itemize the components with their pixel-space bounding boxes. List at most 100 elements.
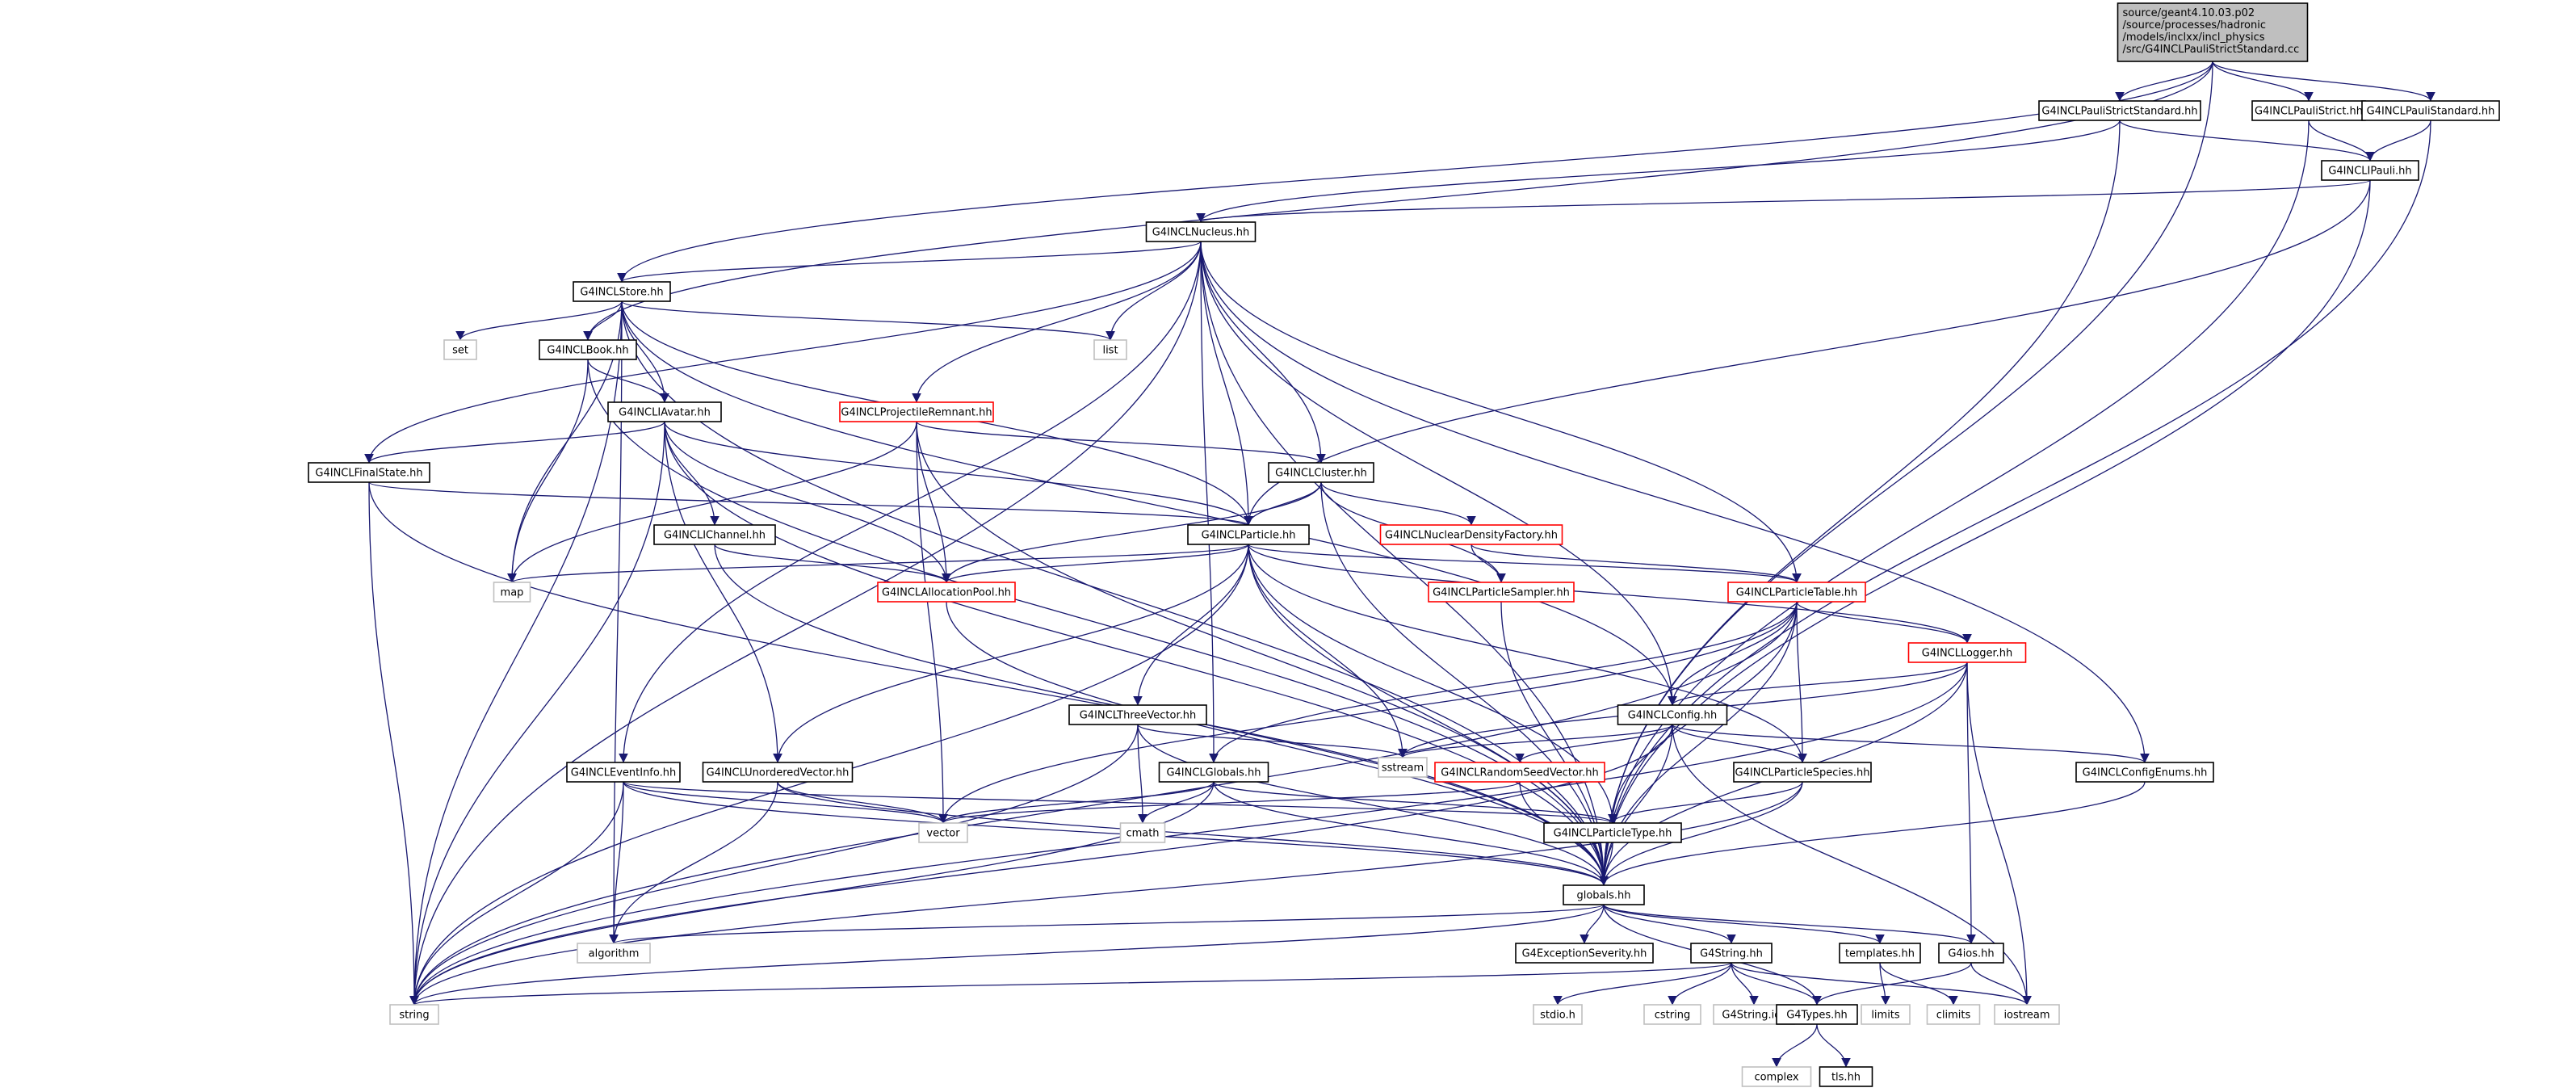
node-label: G4INCLPauliStandard.hh	[2367, 106, 2495, 118]
node-tlshh[interactable]: tls.hh	[1819, 1066, 1873, 1087]
node-label: G4INCLThreeVector.hh	[1080, 710, 1197, 722]
node-sstream[interactable]: sstream	[1378, 757, 1428, 778]
node-cluster[interactable]: G4INCLCluster.hh	[1268, 462, 1374, 483]
edge-avatar-to-particle	[664, 421, 1253, 526]
edge-threevec-to-string	[409, 724, 1139, 1006]
edge-parttype-to-globals	[1599, 842, 1613, 886]
edge-nucleus-to-cluster	[1200, 241, 1326, 464]
edge-root-to-book	[583, 61, 2213, 341]
node-partsampler[interactable]: G4INCLParticleSampler.hh	[1428, 582, 1575, 603]
node-iostream[interactable]: iostream	[1994, 1004, 2060, 1025]
node-randseed[interactable]: G4INCLRandomSeedVector.hh	[1434, 762, 1605, 783]
edge-projrem-to-vector	[916, 421, 948, 824]
node-parttype[interactable]: G4INCLParticleType.hh	[1543, 822, 1682, 843]
node-unordvec[interactable]: G4INCLUnorderedVector.hh	[702, 762, 854, 783]
node-label: G4String.hh	[1700, 948, 1763, 960]
node-logger[interactable]: G4INCLLogger.hh	[1907, 642, 2027, 663]
edge-logger-to-iostream	[1966, 662, 2032, 1006]
node-map[interactable]: map	[493, 582, 531, 603]
node-label: G4INCLProjectileRemnant.hh	[841, 407, 992, 419]
node-root[interactable]: source/geant4.10.03.p02/source/processes…	[2117, 2, 2309, 62]
node-config[interactable]: G4INCLConfig.hh	[1617, 704, 1728, 725]
edge-avatar-to-globals	[664, 421, 1609, 886]
node-string[interactable]: string	[389, 1004, 439, 1025]
node-label: string	[399, 1010, 429, 1022]
edge-book-to-globals	[587, 359, 1609, 886]
edge-config-to-iostream	[1672, 724, 2032, 1006]
edge-nucleus-to-projrem	[912, 241, 1202, 403]
node-allocpool[interactable]: G4INCLAllocationPool.hh	[877, 582, 1016, 603]
edge-randseed-to-vector	[938, 781, 1521, 824]
node-label: G4INCLPauliStrictStandard.hh	[2041, 106, 2197, 118]
node-label: G4INCLConfig.hh	[1628, 710, 1718, 722]
edge-eventinfo-to-string	[409, 781, 624, 1006]
node-projrem[interactable]: G4INCLProjectileRemnant.hh	[839, 401, 994, 422]
edge-projrem-to-allocpool	[916, 421, 951, 583]
node-g4types[interactable]: G4Types.hh	[1776, 1004, 1858, 1025]
node-label: G4INCLNucleus.hh	[1152, 227, 1250, 239]
node-finalstate[interactable]: G4INCLFinalState.hh	[308, 462, 430, 483]
edge-logger-to-config	[1668, 662, 1968, 706]
node-nucdens[interactable]: G4INCLNuclearDensityFactory.hh	[1379, 524, 1563, 545]
node-label-line: /src/G4INCLPauliStrictStandard.cc	[2123, 44, 2300, 56]
edge-globalsincl-to-globals	[1213, 781, 1609, 886]
edge-config-to-partspecies	[1672, 724, 1807, 763]
node-g4string[interactable]: G4String.hh	[1690, 943, 1773, 964]
edge-g4types-to-complex	[1772, 1023, 1818, 1068]
edge-nucleus-to-store	[617, 241, 1202, 283]
node-set[interactable]: set	[443, 339, 477, 360]
node-g4ios[interactable]: G4ios.hh	[1938, 943, 2004, 964]
node-globalsincl[interactable]: G4INCLGlobals.hh	[1158, 762, 1269, 783]
edge-book-to-avatar	[587, 359, 669, 403]
node-store[interactable]: G4INCLStore.hh	[573, 281, 671, 302]
node-eventinfo[interactable]: G4INCLEventInfo.hh	[566, 762, 681, 783]
edge-unordvec-to-vector	[777, 781, 948, 824]
node-cmath[interactable]: cmath	[1119, 822, 1166, 843]
node-pauli[interactable]: G4INCLIPauli.hh	[2321, 160, 2419, 181]
node-partspecies[interactable]: G4INCLParticleSpecies.hh	[1733, 762, 1872, 783]
node-book[interactable]: G4INCLBook.hh	[539, 339, 637, 360]
edge-finalstate-to-particle	[368, 481, 1253, 526]
edge-cluster-to-nucdens	[1320, 481, 1476, 526]
edge-avatar-to-allocpool	[664, 421, 951, 583]
edge-threevec-to-cmath	[1137, 724, 1147, 824]
edge-globals-to-algorithm	[609, 904, 1605, 944]
node-label-line: /source/processes/hadronic	[2123, 19, 2267, 32]
node-label: tls.hh	[1831, 1072, 1861, 1084]
node-label: iostream	[2003, 1010, 2049, 1022]
node-parttable[interactable]: G4INCLParticleTable.hh	[1727, 582, 1866, 603]
node-channel[interactable]: G4INCLIChannel.hh	[653, 524, 776, 545]
edge-globals-to-templates	[1603, 904, 1885, 944]
node-label: sstream	[1382, 762, 1424, 775]
node-excsev[interactable]: G4ExceptionSeverity.hh	[1515, 943, 1654, 964]
node-algorithm[interactable]: algorithm	[577, 943, 651, 964]
node-label: G4INCLParticleSpecies.hh	[1735, 767, 1870, 779]
node-climits[interactable]: climits	[1926, 1004, 1981, 1025]
node-label: G4INCLParticleSampler.hh	[1433, 587, 1570, 599]
node-complex[interactable]: complex	[1741, 1066, 1812, 1087]
edge-particle-to-partspecies	[1248, 544, 1807, 763]
node-list[interactable]: list	[1093, 339, 1127, 360]
node-threevec[interactable]: G4INCLThreeVector.hh	[1068, 704, 1207, 725]
node-vector[interactable]: vector	[918, 822, 968, 843]
node-strictstd[interactable]: G4INCLPauliStrictStandard.hh	[2038, 100, 2201, 121]
node-nucleus[interactable]: G4INCLNucleus.hh	[1145, 221, 1257, 242]
node-label: G4INCLCluster.hh	[1275, 468, 1367, 480]
edge-g4string-to-g4stringicc	[1731, 962, 1759, 1006]
node-standard[interactable]: G4INCLPauliStandard.hh	[2361, 100, 2500, 121]
node-label: G4INCLIChannel.hh	[664, 530, 766, 542]
node-globals[interactable]: globals.hh	[1563, 884, 1645, 905]
node-avatar[interactable]: G4INCLIAvatar.hh	[607, 401, 722, 422]
node-limits[interactable]: limits	[1861, 1004, 1911, 1025]
edge-avatar-to-unordvec	[664, 421, 782, 763]
edge-book-to-map	[507, 359, 589, 583]
node-templates[interactable]: templates.hh	[1839, 943, 1921, 964]
node-strict[interactable]: G4INCLPauliStrict.hh	[2251, 100, 2366, 121]
node-configenums[interactable]: G4INCLConfigEnums.hh	[2075, 762, 2214, 783]
node-particle[interactable]: G4INCLParticle.hh	[1187, 524, 1310, 545]
edge-unordvec-to-globals	[777, 781, 1609, 886]
edge-particle-to-logger	[1248, 544, 1972, 644]
node-cstring[interactable]: cstring	[1643, 1004, 1701, 1025]
node-stdio[interactable]: stdio.h	[1533, 1004, 1583, 1025]
edge-threevec-to-globals	[1137, 724, 1609, 886]
